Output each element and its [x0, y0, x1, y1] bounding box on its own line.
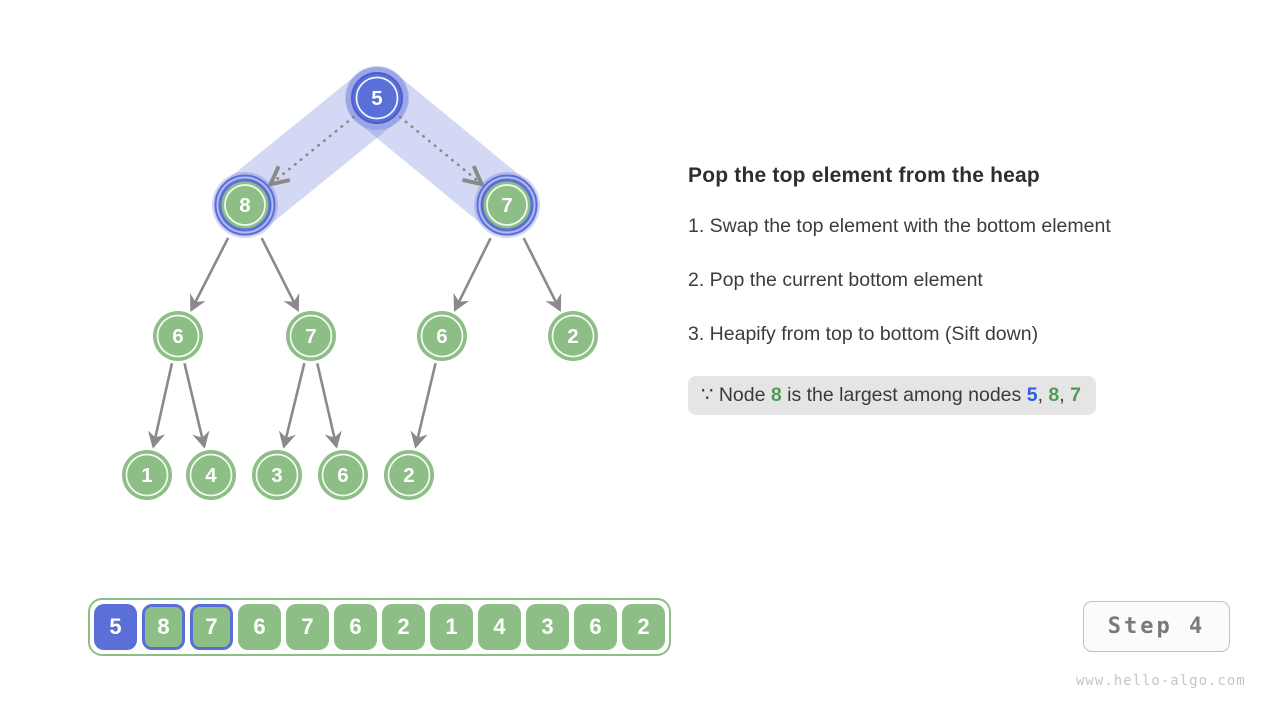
tree-edge-arrow: [316, 362, 342, 449]
tree-node-value: 7: [501, 194, 512, 217]
note-node-8: 8: [770, 384, 782, 406]
tree-node-2: 2: [548, 311, 598, 361]
tree-node-5: 5: [345, 66, 409, 130]
tree-edge-arrow: [453, 237, 492, 312]
instruction-step-3: 3. Heapify from top to bottom (Sift down…: [688, 323, 1039, 345]
swap-dotted-arrow: [398, 115, 480, 183]
tree-node-7: 7: [474, 172, 540, 238]
instruction-step-2: 2. Pop the current bottom element: [688, 269, 983, 291]
array-cell-5: 5: [94, 604, 137, 650]
array-cell-7: 7: [190, 604, 233, 650]
swap-highlight-band: [214, 67, 408, 236]
tree-edge-arrow: [147, 363, 174, 449]
note-text-part: is the largest among nodes: [781, 384, 1027, 406]
tree-node-3: 3: [252, 450, 302, 500]
tree-node-7: 7: [286, 311, 336, 361]
tree-node-value: 6: [337, 464, 348, 487]
note-node-5: 5: [1026, 384, 1038, 406]
tree-node-value: 1: [141, 464, 152, 487]
tree-node-4: 4: [186, 450, 236, 500]
array-cell-2: 2: [382, 604, 425, 650]
array-cell-3: 3: [526, 604, 569, 650]
tree-node-value: 2: [567, 325, 578, 348]
note-text-part: ∵ Node: [701, 384, 771, 406]
swap-dotted-arrow: [272, 115, 355, 183]
tree-node-value: 6: [436, 325, 447, 348]
array-cell-7: 7: [286, 604, 329, 650]
tree-node-8: 8: [212, 172, 278, 238]
array-cell-8: 8: [142, 604, 185, 650]
array-cell-6: 6: [574, 604, 617, 650]
tree-edge-arrow: [260, 237, 300, 312]
tree-node-value: 8: [239, 194, 250, 217]
tree-node-2: 2: [384, 450, 434, 500]
explanation-panel: Pop the top element from the heap 1. Swa…: [688, 164, 1228, 415]
tree-node-value: 7: [305, 325, 316, 348]
watermark-url: www.hello-algo.com: [1076, 673, 1246, 689]
array-cell-6: 6: [334, 604, 377, 650]
tree-edge-arrow: [522, 237, 562, 312]
tree-edge-arrow: [183, 362, 210, 449]
step-indicator-button[interactable]: Step 4: [1083, 601, 1230, 652]
tree-node-6: 6: [318, 450, 368, 500]
array-cell-4: 4: [478, 604, 521, 650]
tree-node-value: 4: [205, 464, 217, 487]
note-box: ∵ Node 8 is the largest among nodes 5, 8…: [688, 376, 1096, 415]
tree-node-value: 2: [403, 464, 414, 487]
array-cell-6: 6: [238, 604, 281, 650]
note-separator: ,: [1059, 384, 1071, 406]
note-node-7: 7: [1070, 384, 1081, 406]
tree-node-6: 6: [153, 311, 203, 361]
panel-title: Pop the top element from the heap: [688, 164, 1040, 187]
tree-node-value: 3: [271, 464, 282, 487]
array-cell-1: 1: [430, 604, 473, 650]
tree-node-value: 5: [371, 87, 382, 110]
note-separator: ,: [1037, 384, 1049, 406]
tree-edge-arrow: [190, 237, 230, 312]
tree-node-6: 6: [417, 311, 467, 361]
tree-node-value: 6: [172, 325, 183, 348]
tree-edge-arrow: [410, 362, 437, 449]
tree-edge-arrow: [278, 362, 306, 449]
array-cell-2: 2: [622, 604, 665, 650]
tree-node-1: 1: [122, 450, 172, 500]
instruction-step-1: 1. Swap the top element with the bottom …: [688, 215, 1111, 237]
note-node-8b: 8: [1048, 384, 1060, 406]
